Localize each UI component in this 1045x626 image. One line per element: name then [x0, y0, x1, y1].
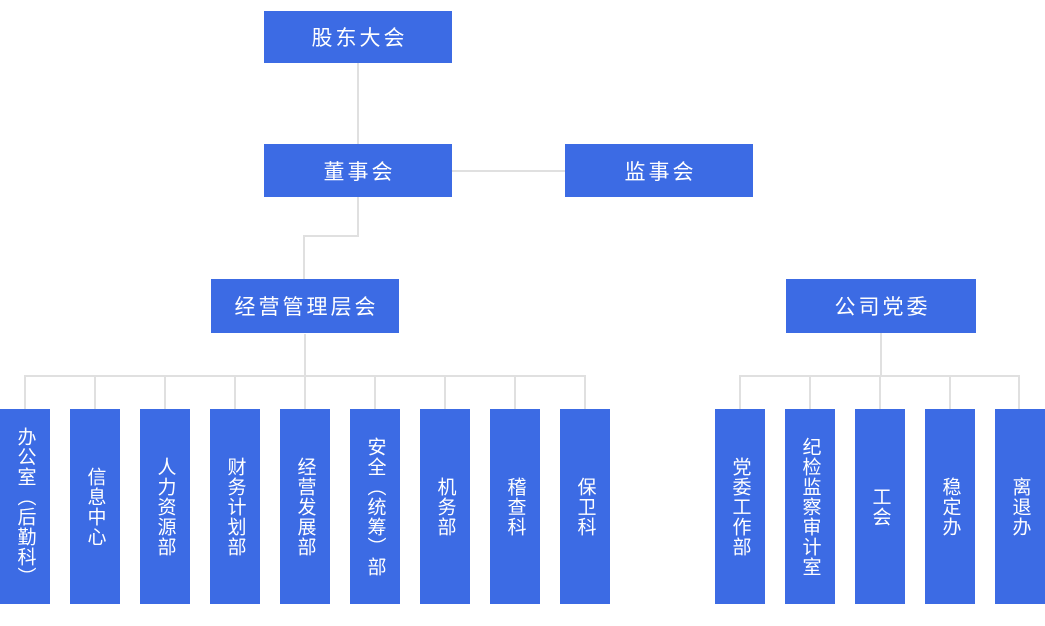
- dept-general-office: 办公室（后勤科）: [0, 409, 50, 604]
- dept-information-center: 信息中心: [70, 409, 120, 604]
- node-label: 公司党委: [834, 296, 931, 319]
- dept-inspection: 稽查科: [490, 409, 540, 604]
- dept-stability-office: 稳定办: [925, 409, 975, 604]
- dept-machinery: 机务部: [420, 409, 470, 604]
- dept-labor-union: 工会: [855, 409, 905, 604]
- connector-stub: [809, 375, 811, 409]
- connector-board-down: [357, 197, 359, 237]
- dept-label: 稳定办: [939, 476, 961, 537]
- connector-stub: [94, 375, 96, 409]
- connector-elbow-management: [303, 235, 305, 279]
- dept-finance-planning: 财务计划部: [210, 409, 260, 604]
- node-label: 监事会: [624, 160, 697, 184]
- dept-label: 机务部: [434, 476, 456, 537]
- connector-board-elbow: [303, 235, 359, 237]
- dept-business-development: 经营发展部: [280, 409, 330, 604]
- node-label: 董事会: [323, 160, 396, 184]
- node-management-committee: 经营管理层会: [211, 279, 399, 333]
- node-label: 股东大会: [311, 27, 408, 50]
- dept-label: 纪检监察审计室: [799, 436, 821, 577]
- connector-management-down: [304, 334, 306, 376]
- dept-label: 离退办: [1009, 476, 1031, 537]
- dept-label: 财务计划部: [224, 456, 246, 557]
- connector-stub: [514, 375, 516, 409]
- connector-stub: [739, 375, 741, 409]
- dept-label: 保卫科: [574, 476, 596, 537]
- connector-stub: [584, 375, 586, 409]
- connector-stub: [374, 375, 376, 409]
- connector-stub: [444, 375, 446, 409]
- connector-party-down: [880, 333, 882, 376]
- dept-label: 办公室（后勤科）: [14, 426, 36, 587]
- dept-human-resources: 人力资源部: [140, 409, 190, 604]
- dept-discipline-supervision-audit: 纪检监察审计室: [785, 409, 835, 604]
- dept-label: 安全（统筹）部: [364, 436, 386, 577]
- dept-label: 工会: [869, 486, 891, 527]
- dept-security: 保卫科: [560, 409, 610, 604]
- dept-label: 党委工作部: [729, 456, 751, 557]
- connector-stub: [234, 375, 236, 409]
- node-board-of-directors: 董事会: [264, 144, 452, 197]
- connector-board-supervisory: [452, 170, 565, 172]
- dept-label: 稽查科: [504, 476, 526, 537]
- connector-stub: [164, 375, 166, 409]
- dept-retirees-office: 离退办: [995, 409, 1045, 604]
- node-supervisory-board: 监事会: [565, 144, 753, 197]
- connector-stub: [1018, 375, 1020, 409]
- connector-stub: [949, 375, 951, 409]
- connector-stub: [879, 375, 881, 409]
- dept-label: 经营发展部: [294, 456, 316, 557]
- connector-stub: [24, 375, 26, 409]
- dept-party-work: 党委工作部: [715, 409, 765, 604]
- dept-label: 人力资源部: [154, 456, 176, 557]
- connector-stub: [304, 375, 306, 409]
- node-party-committee: 公司党委: [786, 279, 976, 333]
- node-shareholders-meeting: 股东大会: [264, 11, 452, 63]
- dept-safety-coordination: 安全（统筹）部: [350, 409, 400, 604]
- dept-label: 信息中心: [84, 466, 106, 547]
- connector-shareholders-board: [357, 63, 359, 144]
- node-label: 经营管理层会: [234, 296, 379, 319]
